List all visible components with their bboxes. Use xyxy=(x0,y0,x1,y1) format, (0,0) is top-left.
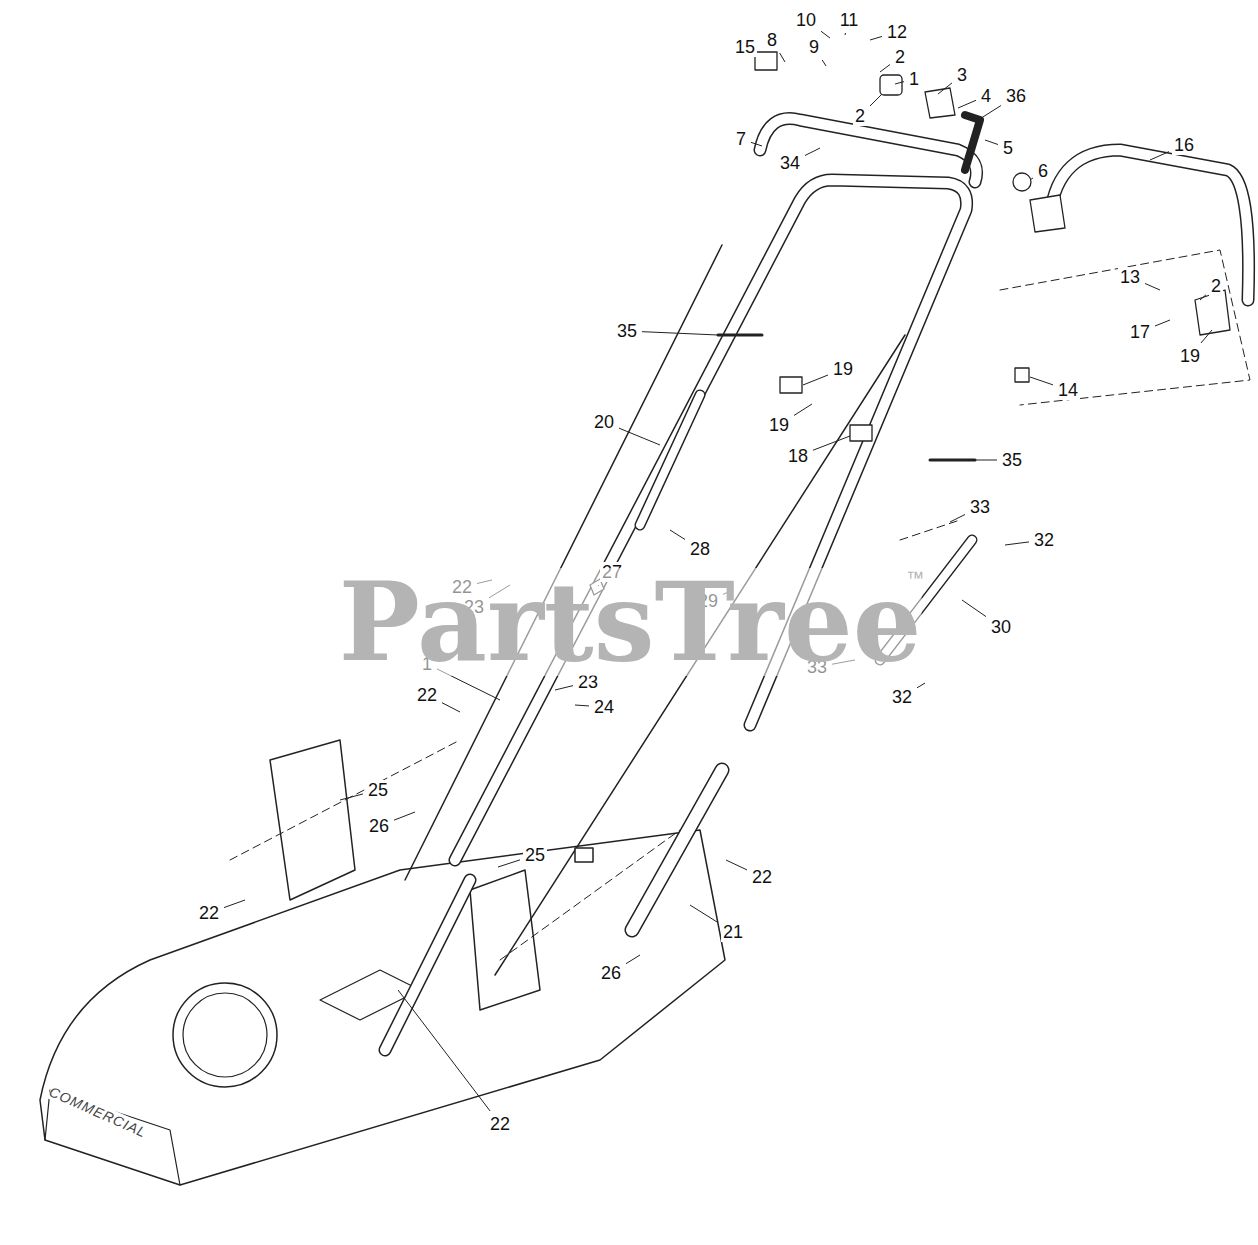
leader-line xyxy=(958,100,976,108)
leader-line xyxy=(498,860,520,867)
callout-number: 17 xyxy=(1128,322,1152,342)
leader-line xyxy=(938,83,952,94)
callout-number: 2 xyxy=(893,47,907,67)
leader-line xyxy=(1030,377,1053,385)
leader-line xyxy=(821,31,830,38)
leader-line xyxy=(619,428,660,445)
trademark-mark: ™ xyxy=(906,568,924,589)
leader-line xyxy=(805,148,820,155)
leader-line xyxy=(917,683,925,688)
leader-line xyxy=(1155,320,1170,326)
callout-number: 15 xyxy=(733,37,757,57)
watermark: PartsTree xyxy=(339,568,922,676)
callout-number: 35 xyxy=(615,321,639,341)
leader-line xyxy=(962,600,986,617)
leader-line xyxy=(626,955,640,964)
leader-line xyxy=(794,404,812,415)
callout-number: 30 xyxy=(989,617,1013,637)
callout-number: 8 xyxy=(765,30,779,50)
leader-line xyxy=(398,990,490,1111)
callout-number: 4 xyxy=(979,86,993,106)
leader-line xyxy=(822,60,826,66)
leader-line xyxy=(813,436,850,450)
leader-line xyxy=(1005,542,1029,545)
callout-number: 24 xyxy=(592,697,616,717)
callout-number: 18 xyxy=(786,446,810,466)
callout-number: 14 xyxy=(1056,380,1080,400)
callout-number: 25 xyxy=(523,845,547,865)
callout-number: 11 xyxy=(838,10,861,30)
leader-line xyxy=(670,530,685,539)
leader-line xyxy=(1201,330,1212,343)
callout-number: 25 xyxy=(366,780,390,800)
leader-line xyxy=(985,140,998,145)
leader-line xyxy=(870,36,882,40)
leader-line xyxy=(950,515,965,522)
callout-number: 3 xyxy=(955,65,969,85)
leader-line xyxy=(880,65,890,72)
leader-line xyxy=(726,860,747,870)
callout-number: 1 xyxy=(907,69,921,89)
leader-line xyxy=(1145,284,1160,290)
leader-line xyxy=(803,375,828,385)
leader-line xyxy=(780,53,785,62)
callout-number: 2 xyxy=(1209,276,1223,296)
leader-line xyxy=(340,794,363,800)
leader-line xyxy=(1150,152,1169,160)
leader-line xyxy=(976,460,997,461)
callout-number: 26 xyxy=(599,963,623,983)
callout-number: 26 xyxy=(367,816,391,836)
leader-line xyxy=(555,686,573,690)
callout-number: 12 xyxy=(885,22,909,42)
callout-number: 19 xyxy=(831,359,855,379)
leader-line xyxy=(1030,178,1033,180)
callout-number: 22 xyxy=(415,685,439,705)
leader-line xyxy=(575,705,589,707)
callout-number: 22 xyxy=(488,1114,512,1134)
callout-number: 28 xyxy=(688,539,712,559)
callout-number: 22 xyxy=(750,867,774,887)
callout-number: 10 xyxy=(794,10,818,30)
callout-number: 19 xyxy=(1178,346,1202,366)
callout-number: 21 xyxy=(721,922,745,942)
leader-line xyxy=(642,332,718,335)
callout-number: 36 xyxy=(1004,86,1028,106)
callout-number: 6 xyxy=(1036,161,1050,181)
leader-line xyxy=(895,82,904,84)
callout-number: 20 xyxy=(592,412,616,432)
leader-line xyxy=(870,94,882,106)
callout-number: 9 xyxy=(807,37,821,57)
callout-number: 7 xyxy=(734,129,748,149)
callout-number: 35 xyxy=(1000,450,1024,470)
callout-number: 32 xyxy=(1032,530,1056,550)
leader-line xyxy=(690,905,718,923)
leader-line xyxy=(1200,295,1206,300)
callout-number: 16 xyxy=(1172,135,1196,155)
leader-line xyxy=(845,33,847,35)
leader-line xyxy=(394,812,415,820)
leader-line xyxy=(224,900,245,908)
callout-number: 32 xyxy=(890,687,914,707)
callout-number: 34 xyxy=(778,153,802,173)
leader-line xyxy=(975,106,1001,122)
callout-number: 19 xyxy=(767,415,791,435)
leader-line xyxy=(751,142,762,146)
leader-line xyxy=(442,703,460,712)
callout-number: 2 xyxy=(853,106,867,126)
callout-number: 22 xyxy=(197,903,221,923)
callout-number: 13 xyxy=(1118,267,1142,287)
callout-number: 5 xyxy=(1001,138,1015,158)
callout-number: 33 xyxy=(968,497,992,517)
